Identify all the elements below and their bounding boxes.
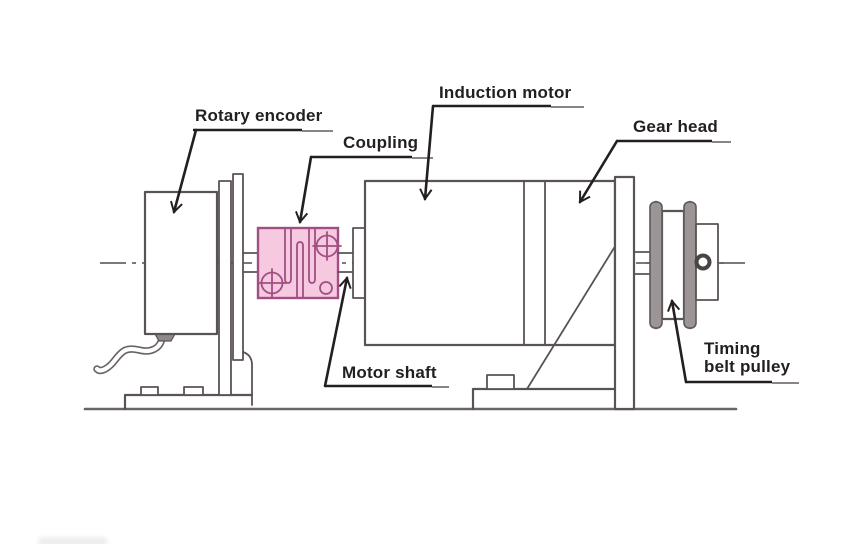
gear-head-group (613, 175, 651, 411)
encoder-bracket-foot (242, 351, 253, 406)
output-shaft-lines (633, 251, 651, 275)
encoder-body (143, 190, 219, 336)
encoder-base-foot (140, 386, 159, 396)
timing-belt-pulley-group (640, 200, 730, 330)
label-induction-motor: Induction motor (439, 83, 572, 102)
coupling-screw-hole (319, 281, 333, 295)
timing-belt-pulley-leader (672, 301, 688, 384)
pulley-left-flange (649, 201, 663, 329)
motor-shaft-leader (323, 278, 347, 388)
rotary-encoder-group (93, 173, 259, 411)
encoder-cable (93, 333, 166, 375)
gearhead-end-plate (613, 175, 636, 411)
label-motor-shaft: Motor shaft (342, 363, 437, 382)
encoder-bracket-plate (232, 173, 244, 361)
coupling-slit (296, 241, 304, 298)
induction-motor-leader (425, 104, 435, 199)
label-gear-head: Gear head (633, 117, 718, 136)
encoder-base-foot (183, 386, 204, 396)
label-timing-belt-pulley: Timing belt pulley (704, 340, 790, 376)
encoder-shaft-stub (242, 252, 259, 273)
induction-motor-group (363, 179, 617, 411)
motor-body (363, 179, 617, 347)
motor-shaft-lines (337, 252, 354, 273)
motor-shaft-boss (352, 227, 366, 299)
label-timing-belt-pulley-line1: Timing (704, 339, 761, 358)
label-coupling: Coupling (343, 133, 419, 152)
coupling-set-screw-cross (257, 268, 287, 298)
coupling-body (256, 226, 340, 300)
motor-mount-brace (526, 247, 615, 390)
encoder-base-plate (123, 393, 254, 411)
encoder-flange-plate (218, 180, 232, 396)
rotary-encoder-leader (174, 128, 198, 212)
leader-lines (174, 104, 799, 388)
coupling-leader (300, 155, 313, 222)
label-rotary-encoder: Rotary encoder (195, 106, 323, 125)
encoder-cable-core (94, 334, 165, 373)
coupling-slit (308, 228, 316, 284)
coupling-slit (284, 228, 292, 284)
label-timing-belt-pulley-line2: belt pulley (704, 357, 791, 376)
motor-mount-base (471, 387, 617, 411)
coupling-group (256, 226, 342, 300)
gear-head-leader (578, 139, 619, 202)
pulley-right-flange (683, 201, 697, 329)
scan-artifact (38, 537, 108, 544)
pulley-set-screw (694, 253, 712, 271)
motor-mount-foot (486, 374, 515, 390)
motor-shaft-group (337, 227, 366, 299)
coupling-set-screw-cross (312, 231, 342, 261)
